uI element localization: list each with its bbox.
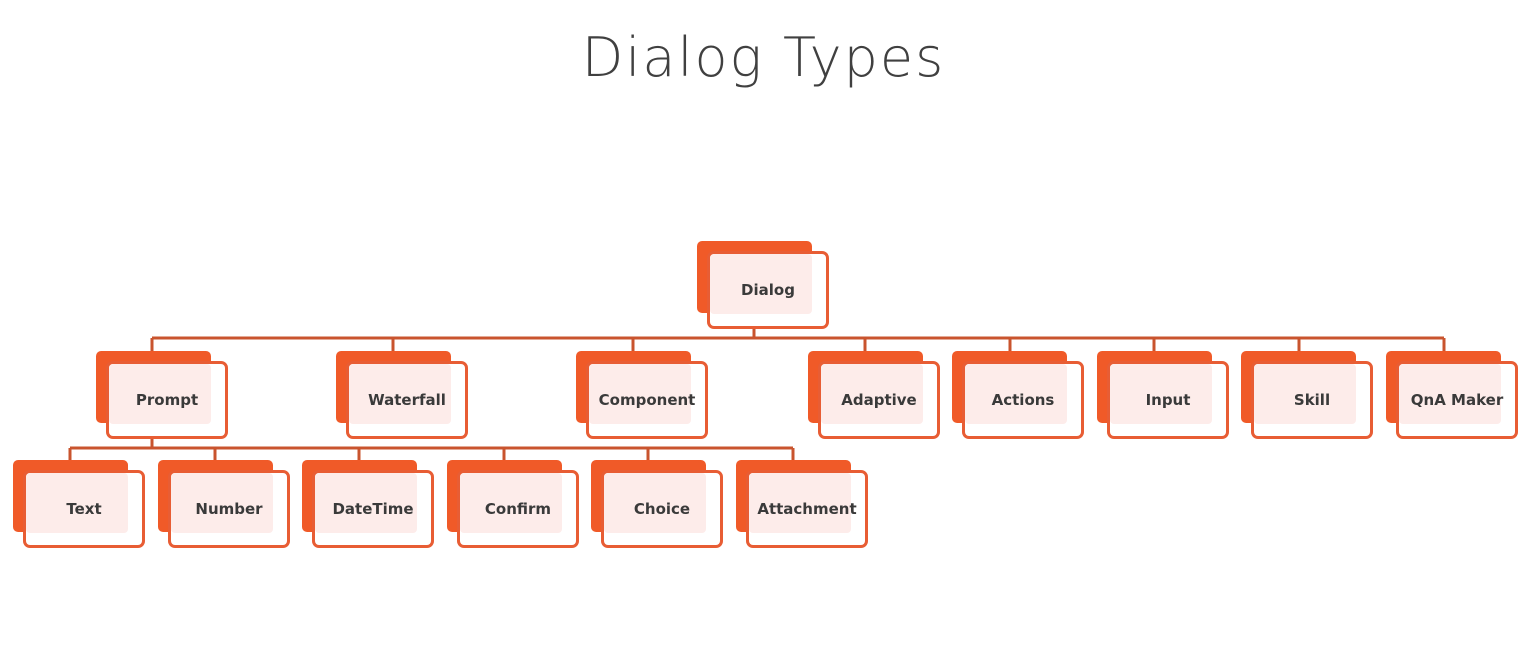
page-title: Dialog Types xyxy=(581,26,946,89)
node-label: Choice xyxy=(633,500,691,518)
node-label: Actions xyxy=(991,391,1055,409)
node-choice: Choice xyxy=(591,460,723,550)
node-number: Number xyxy=(158,460,290,550)
node-label: QnA Maker xyxy=(1410,391,1504,409)
node-waterfall: Waterfall xyxy=(336,351,468,441)
node-label: DateTime xyxy=(332,500,414,518)
node-label: Number xyxy=(195,500,263,518)
node-label: Text xyxy=(66,500,102,518)
node-label: Confirm xyxy=(484,500,552,518)
node-label: Component xyxy=(598,391,696,409)
node-input: Input xyxy=(1097,351,1229,441)
node-label: Skill xyxy=(1293,391,1331,409)
node-label: Dialog xyxy=(741,281,795,299)
node-attachment: Attachment xyxy=(736,460,868,550)
node-datetime: DateTime xyxy=(302,460,434,550)
node-prompt: Prompt xyxy=(96,351,228,441)
node-text: Text xyxy=(13,460,145,550)
node-skill: Skill xyxy=(1241,351,1373,441)
node-label: Adaptive xyxy=(841,391,917,409)
node-dialog: Dialog xyxy=(697,241,829,331)
node-label: Waterfall xyxy=(368,391,446,409)
node-adaptive: Adaptive xyxy=(808,351,940,441)
node-component: Component xyxy=(576,351,708,441)
node-label: Prompt xyxy=(135,391,199,409)
node-actions: Actions xyxy=(952,351,1084,441)
node-qna-maker: QnA Maker xyxy=(1386,351,1518,441)
node-confirm: Confirm xyxy=(447,460,579,550)
node-label: Attachment xyxy=(757,500,857,518)
node-label: Input xyxy=(1145,391,1191,409)
